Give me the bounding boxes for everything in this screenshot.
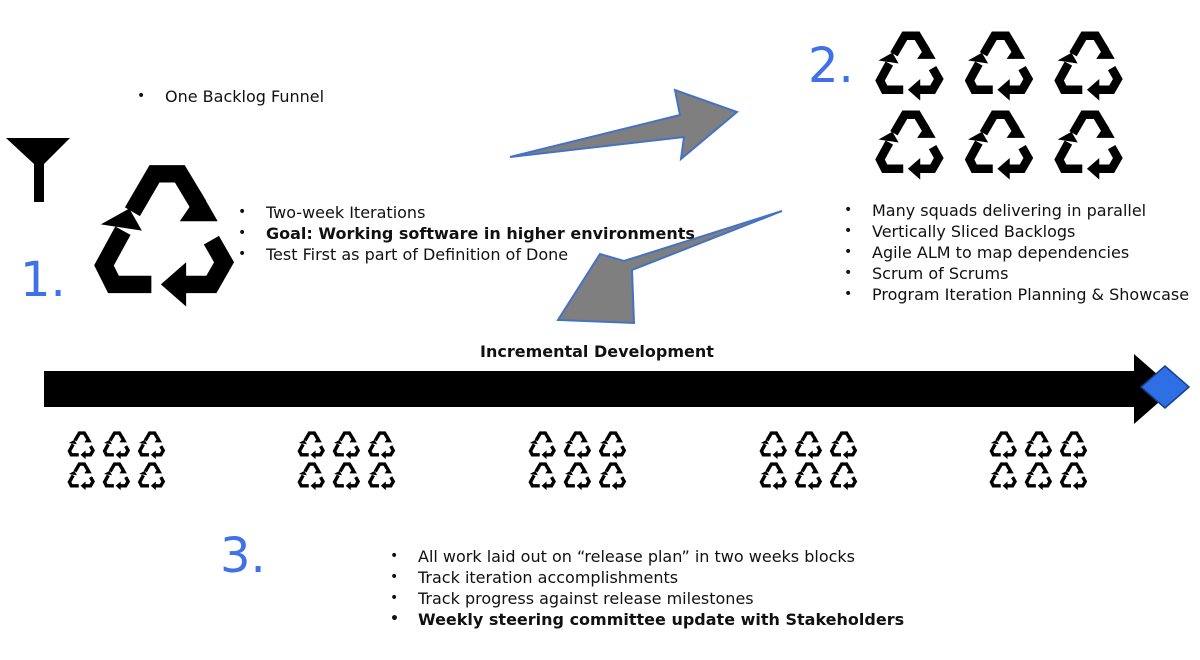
recycle-icon-grid — [872, 28, 1136, 186]
step2-bullets: Many squads delivering in parallel Verti… — [844, 200, 1189, 305]
step2-bullet: Many squads delivering in parallel — [844, 200, 1189, 221]
iteration-cluster-5 — [989, 431, 1087, 492]
step1-bullet: Test First as part of Definition of Done — [238, 244, 695, 265]
step1-number: 1. — [20, 252, 66, 308]
arrow-to-timeline — [556, 210, 783, 325]
step3-bullets: All work laid out on “release plan” in t… — [390, 546, 904, 630]
step3-bullet: Track progress against release milestone… — [390, 588, 904, 609]
step3-number: 3. — [220, 528, 266, 584]
funnel-icon — [6, 138, 70, 202]
recycle-icon-large — [82, 158, 246, 316]
step1-bullet: Goal: Working software in higher environ… — [238, 223, 695, 244]
funnel-label-list: One Backlog Funnel — [137, 86, 324, 107]
step2-bullet: Scrum of Scrums — [844, 263, 1189, 284]
goal-text: : Working software in higher environment… — [306, 224, 695, 243]
iteration-cluster-1 — [67, 431, 165, 492]
step3-bullet: Track iteration accomplishments — [390, 567, 904, 588]
step2-bullet: Vertically Sliced Backlogs — [844, 221, 1189, 242]
iteration-cluster-4 — [759, 431, 857, 492]
funnel-label: One Backlog Funnel — [137, 86, 324, 107]
milestone-diamond — [1139, 365, 1191, 409]
step2-bullet: Agile ALM to map dependencies — [844, 242, 1189, 263]
iteration-cluster-2 — [297, 431, 395, 492]
step3-bullet: All work laid out on “release plan” in t… — [390, 546, 904, 567]
step1-bullet: Two-week Iterations — [238, 202, 695, 223]
timeline-arrow — [44, 354, 1174, 424]
step2-bullet: Program Iteration Planning & Showcase — [844, 284, 1189, 305]
iteration-cluster-3 — [528, 431, 626, 492]
step1-bullets: Two-week Iterations Goal: Working softwa… — [238, 202, 695, 265]
goal-prefix: Goal — [266, 224, 307, 243]
timeline-label: Incremental Development — [480, 342, 714, 361]
arrow-to-step2 — [509, 88, 739, 162]
step2-number: 2. — [808, 38, 854, 94]
step3-bullet: Weekly steering committee update with St… — [390, 609, 904, 630]
